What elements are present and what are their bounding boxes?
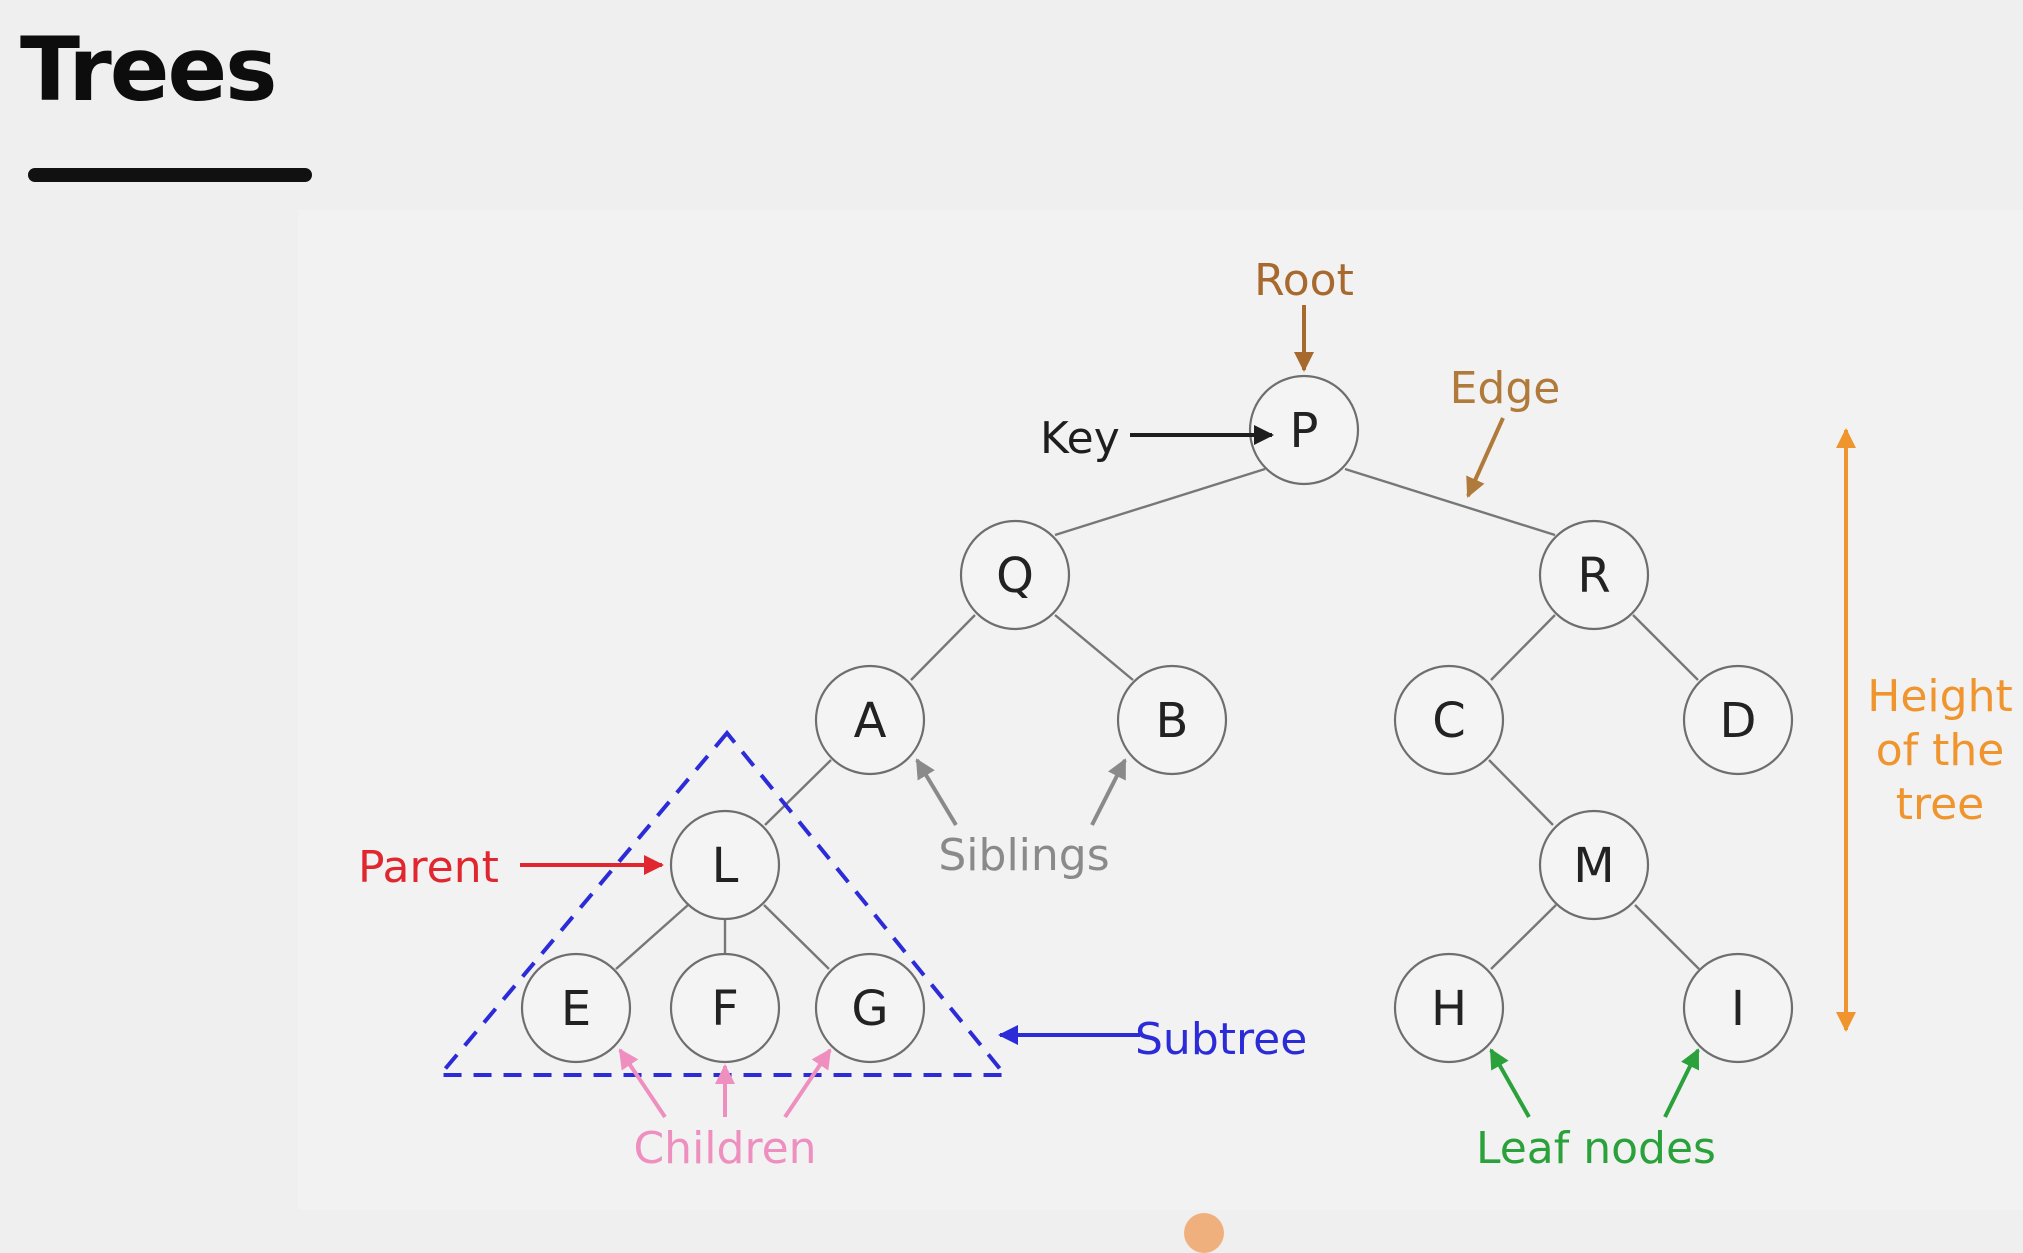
node-label-g: G xyxy=(851,981,888,1037)
node-circle-c xyxy=(1393,664,1505,776)
edge-m-h xyxy=(1490,904,1557,970)
node-circle-d xyxy=(1682,664,1794,776)
node-label-f: F xyxy=(711,981,739,1037)
edge-annotation: Edge xyxy=(1450,363,1561,498)
node-circle-g xyxy=(814,952,926,1064)
node-label-q: Q xyxy=(996,548,1034,604)
tree-node-c[interactable]: C xyxy=(1393,664,1505,776)
siblings-arrow-b xyxy=(1090,758,1127,826)
root-annotation: Root xyxy=(1254,255,1354,372)
node-label-p: P xyxy=(1290,403,1319,459)
tree-node-p[interactable]: P xyxy=(1248,374,1360,486)
subtree-label: Subtree xyxy=(1135,1014,1307,1065)
tree-node-m[interactable]: M xyxy=(1538,809,1650,921)
children-arrow-e xyxy=(618,1048,667,1119)
tree-node-r[interactable]: R xyxy=(1538,519,1650,631)
node-label-l: L xyxy=(712,838,739,894)
edge-label: Edge xyxy=(1450,363,1561,414)
parent-annotation: Parent xyxy=(358,842,664,893)
edge-c-m xyxy=(1488,759,1554,826)
edge-q-b xyxy=(1054,614,1134,681)
children-label: Children xyxy=(633,1123,816,1174)
children-annotation: Children xyxy=(618,1048,832,1174)
edge-arrow xyxy=(1466,417,1505,498)
siblings-annotation: Siblings xyxy=(915,758,1127,881)
tree-node-h[interactable]: H xyxy=(1393,952,1505,1064)
tree-node-a[interactable]: A xyxy=(814,664,926,776)
leaf-arrow-h xyxy=(1489,1048,1531,1118)
siblings-label: Siblings xyxy=(938,830,1109,881)
node-circle-i xyxy=(1682,952,1794,1064)
node-circle-l xyxy=(669,809,781,921)
node-circle-b xyxy=(1116,664,1228,776)
edge-l-g xyxy=(763,904,830,970)
tree-nodes: P Q R A B C D L xyxy=(520,374,1794,1064)
node-circle-a xyxy=(814,664,926,776)
tree-node-g[interactable]: G xyxy=(814,952,926,1064)
node-label-i: I xyxy=(1731,981,1745,1037)
tree-node-q[interactable]: Q xyxy=(959,519,1071,631)
edge-q-a xyxy=(910,614,976,681)
height-label-line-2: of the xyxy=(1876,725,2005,776)
slide-title: Trees xyxy=(20,18,278,121)
node-circle-f xyxy=(669,952,781,1064)
leaf-nodes-label: Leaf nodes xyxy=(1476,1123,1716,1174)
tree-node-d[interactable]: D xyxy=(1682,664,1794,776)
leaf-nodes-annotation: Leaf nodes xyxy=(1476,1048,1716,1174)
node-label-d: D xyxy=(1720,693,1757,749)
node-circle-h xyxy=(1393,952,1505,1064)
height-annotation: Height of the tree xyxy=(1836,428,2013,1032)
tree-node-b[interactable]: B xyxy=(1116,664,1228,776)
edge-m-i xyxy=(1634,904,1700,970)
tree-edges xyxy=(615,467,1700,970)
edge-a-l xyxy=(764,759,832,826)
key-annotation: Key xyxy=(1040,413,1274,464)
tree-node-i[interactable]: I xyxy=(1682,952,1794,1064)
leaf-arrow-i xyxy=(1663,1048,1700,1118)
node-circle-r xyxy=(1538,519,1650,631)
height-label-line-3: tree xyxy=(1896,779,1985,830)
node-label-h: H xyxy=(1431,981,1467,1037)
key-label: Key xyxy=(1040,413,1120,464)
tree-node-f[interactable]: F xyxy=(669,952,781,1064)
node-label-a: A xyxy=(854,693,887,749)
node-circle-q xyxy=(959,519,1071,631)
edge-r-d xyxy=(1632,614,1699,681)
edge-l-e xyxy=(615,904,689,970)
edge-p-q xyxy=(1054,467,1266,537)
node-label-r: R xyxy=(1577,548,1610,604)
node-label-c: C xyxy=(1432,693,1466,749)
mouse-cursor-indicator xyxy=(1184,1213,1224,1253)
node-label-b: B xyxy=(1156,693,1189,749)
siblings-arrow-a xyxy=(915,758,958,827)
root-label: Root xyxy=(1254,255,1354,306)
node-circle-m xyxy=(1538,809,1650,921)
subtree-annotation: Subtree xyxy=(998,1014,1307,1065)
title-underline xyxy=(28,168,312,182)
node-label-m: M xyxy=(1573,838,1614,894)
height-label-line-1: Height xyxy=(1867,671,2012,722)
children-arrow-g xyxy=(783,1048,832,1119)
tree-node-l[interactable]: L xyxy=(669,809,781,921)
parent-label: Parent xyxy=(358,842,499,893)
node-circle-e xyxy=(520,952,632,1064)
edge-r-c xyxy=(1490,614,1556,681)
edge-p-r xyxy=(1344,467,1556,537)
node-label-e: E xyxy=(561,981,591,1037)
node-circle-p xyxy=(1248,374,1360,486)
tree-node-e[interactable]: E xyxy=(520,952,632,1064)
